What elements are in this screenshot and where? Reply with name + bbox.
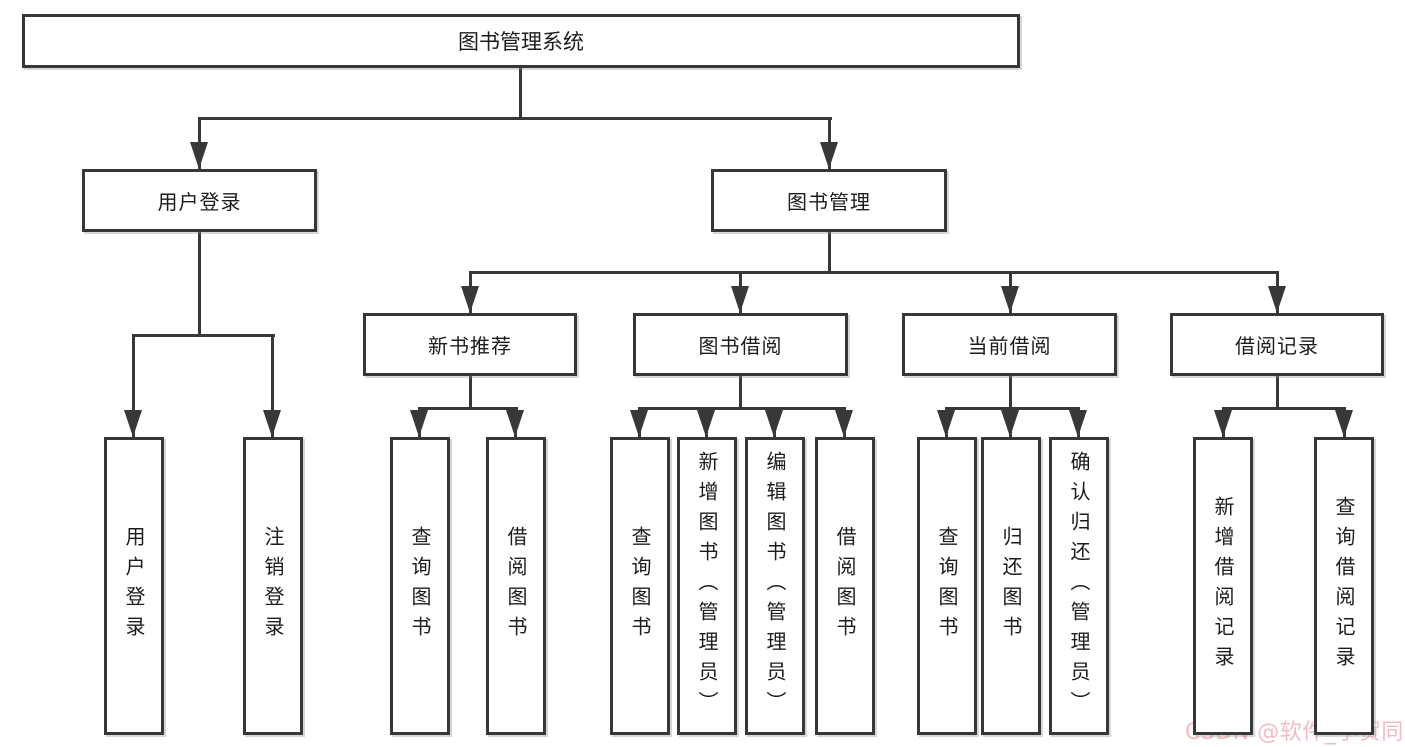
connector-root-rail: [198, 117, 832, 120]
leaf-edit-books-admin-label: 编辑图书（管理员）: [763, 451, 787, 721]
leaf-return-books-label: 归还图书: [999, 526, 1023, 646]
connector-borrowing-rail: [638, 407, 846, 410]
leaf-add-books-admin-label: 新增图书（管理员）: [695, 451, 719, 721]
arrow-down-icon: [937, 410, 955, 437]
arrow-down-icon: [1214, 410, 1232, 437]
node-current-borrowing: 当前借阅: [902, 313, 1117, 376]
leaf-borrow-books-1-label: 借阅图书: [504, 526, 528, 646]
leaf-query-books-3-label: 查询图书: [935, 526, 959, 646]
arrow-down-icon: [1268, 286, 1286, 313]
node-root-label: 图书管理系统: [458, 30, 584, 54]
node-borrowing-records: 借阅记录: [1170, 313, 1384, 376]
leaf-return-books: 归还图书: [981, 437, 1041, 735]
node-book-borrowing: 图书借阅: [633, 313, 848, 376]
leaf-confirm-return-admin-label: 确认归还（管理员）: [1067, 451, 1091, 721]
arrow-down-icon: [697, 410, 715, 437]
connector-leaf-drop: [271, 334, 274, 437]
leaf-query-books-1: 查询图书: [390, 437, 450, 735]
leaf-query-books-2: 查询图书: [610, 437, 670, 735]
node-book-management-label: 图书管理: [787, 190, 871, 214]
connector-current-rail: [945, 407, 1080, 410]
connector-book-mgmt-stem: [828, 232, 831, 274]
arrow-down-icon: [765, 410, 783, 437]
leaf-add-borrow-record-label: 新增借阅记录: [1211, 496, 1235, 676]
node-user-login-label: 用户登录: [157, 190, 242, 214]
leaf-add-books-admin: 新增图书（管理员）: [677, 437, 737, 735]
node-current-borrowing-label: 当前借阅: [967, 334, 1052, 358]
node-book-management: 图书管理: [711, 169, 947, 232]
connector-level3-rail: [469, 271, 1279, 274]
arrow-down-icon: [410, 410, 428, 437]
arrow-down-icon: [461, 286, 479, 313]
leaf-add-borrow-record: 新增借阅记录: [1193, 437, 1253, 735]
arrow-down-icon: [731, 286, 749, 313]
connector-current-stem: [1009, 376, 1012, 410]
leaf-query-books-2-label: 查询图书: [628, 526, 652, 646]
arrow-down-icon: [263, 410, 281, 437]
leaf-user-login-label: 用户登录: [122, 526, 146, 646]
connector-leaf-drop: [132, 334, 135, 437]
arrow-down-icon: [820, 142, 838, 169]
leaf-user-login: 用户登录: [104, 437, 164, 735]
arrow-down-icon: [190, 142, 208, 169]
leaf-logout: 注销登录: [243, 437, 303, 735]
connector-records-stem: [1276, 376, 1279, 410]
leaf-query-books-1-label: 查询图书: [408, 526, 432, 646]
node-new-book-recommend: 新书推荐: [363, 313, 577, 376]
leaf-logout-label: 注销登录: [261, 526, 285, 646]
leaf-query-borrow-record: 查询借阅记录: [1314, 437, 1374, 735]
leaf-edit-books-admin: 编辑图书（管理员）: [745, 437, 805, 735]
connector-root-stem: [519, 68, 522, 119]
arrow-down-icon: [1069, 410, 1087, 437]
connector-new-book-rail: [418, 407, 518, 410]
node-root-system: 图书管理系统: [22, 14, 1020, 68]
arrow-down-icon: [124, 410, 142, 437]
arrow-down-icon: [506, 410, 524, 437]
node-book-borrowing-label: 图书借阅: [698, 334, 783, 358]
leaf-query-borrow-record-label: 查询借阅记录: [1332, 496, 1356, 676]
connector-new-book-stem: [469, 376, 472, 410]
arrow-down-icon: [1001, 286, 1019, 313]
arrow-down-icon: [1335, 410, 1353, 437]
arrow-down-icon: [630, 410, 648, 437]
leaf-query-books-3: 查询图书: [917, 437, 977, 735]
connector-user-login-stem: [198, 232, 201, 337]
leaf-borrow-books-1: 借阅图书: [486, 437, 546, 735]
leaf-borrow-books-2: 借阅图书: [815, 437, 875, 735]
connector-records-rail: [1222, 407, 1345, 410]
connector-user-login-rail: [133, 334, 275, 337]
node-borrowing-records-label: 借阅记录: [1235, 334, 1319, 358]
leaf-confirm-return-admin: 确认归还（管理员）: [1049, 437, 1109, 735]
arrow-down-icon: [1001, 410, 1019, 437]
connector-borrowing-stem: [739, 376, 742, 410]
arrow-down-icon: [835, 410, 853, 437]
node-user-login: 用户登录: [82, 169, 317, 232]
leaf-borrow-books-2-label: 借阅图书: [833, 526, 857, 646]
node-new-book-recommend-label: 新书推荐: [428, 334, 512, 358]
